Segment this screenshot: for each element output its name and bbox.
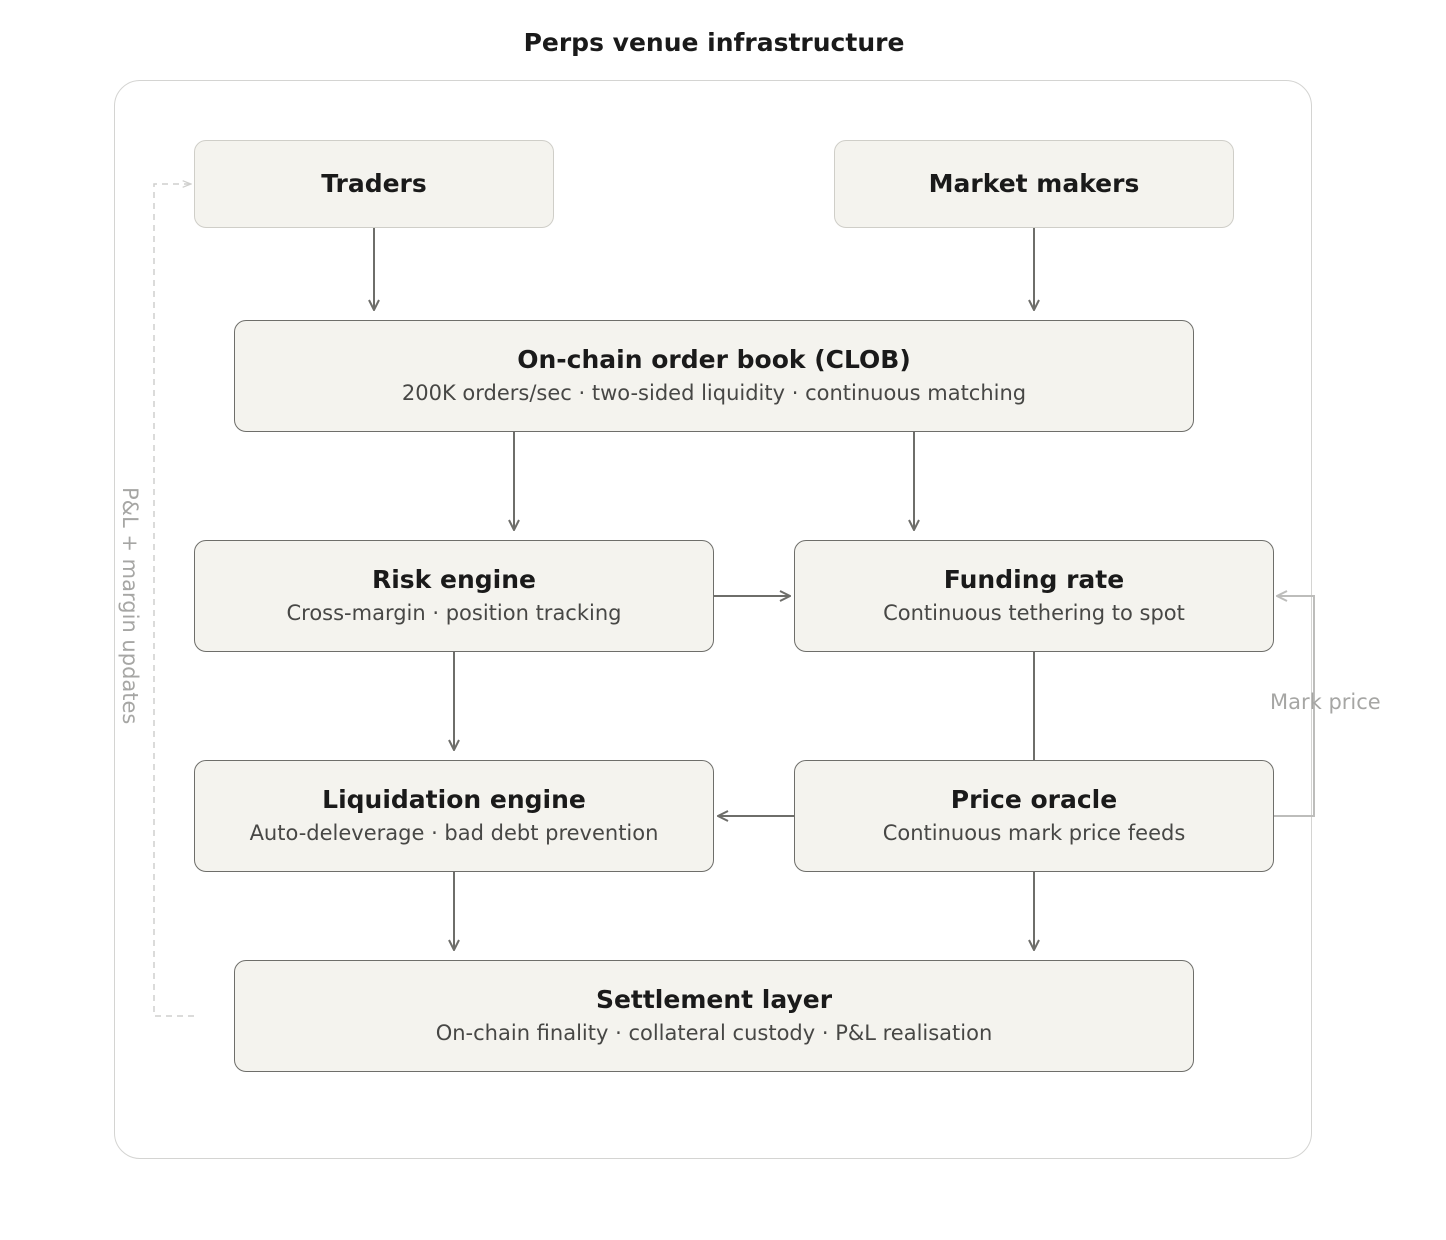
edge-label-mark-price: Mark price [1270, 690, 1381, 714]
node-subtitle: Auto-deleverage · bad debt prevention [249, 821, 659, 845]
node-market-makers: Market makers [834, 140, 1234, 228]
node-subtitle: On-chain finality · collateral custody ·… [435, 1021, 993, 1045]
node-title: Traders [321, 169, 427, 198]
node-title: Price oracle [950, 785, 1118, 814]
node-funding-rate: Funding rate Continuous tethering to spo… [794, 540, 1274, 652]
node-subtitle: Continuous tethering to spot [883, 601, 1185, 625]
node-title: Settlement layer [595, 985, 833, 1014]
edge-label-pnl-margin: P&L + margin updates [118, 487, 142, 725]
node-title: Risk engine [371, 565, 536, 594]
node-price-oracle: Price oracle Continuous mark price feeds [794, 760, 1274, 872]
node-liquidation-engine: Liquidation engine Auto-deleverage · bad… [194, 760, 714, 872]
edge-oracle-funding-markprice [1274, 596, 1315, 817]
node-risk-engine: Risk engine Cross-margin · position trac… [194, 540, 714, 652]
diagram-frame [114, 80, 1312, 1159]
node-subtitle: Continuous mark price feeds [882, 821, 1186, 845]
node-subtitle: Cross-margin · position tracking [286, 601, 622, 625]
edge-settlement-traders-feedback [153, 184, 194, 1017]
node-subtitle: 200K orders/sec · two-sided liquidity · … [401, 381, 1027, 405]
node-title: Market makers [928, 169, 1140, 198]
diagram-title: Perps venue infrastructure [523, 28, 905, 57]
node-title: On-chain order book (CLOB) [517, 345, 911, 374]
node-settlement-layer: Settlement layer On-chain finality · col… [234, 960, 1194, 1072]
node-title: Liquidation engine [322, 785, 586, 814]
node-clob: On-chain order book (CLOB) 200K orders/s… [234, 320, 1194, 432]
node-traders: Traders [194, 140, 554, 228]
node-title: Funding rate [943, 565, 1125, 594]
